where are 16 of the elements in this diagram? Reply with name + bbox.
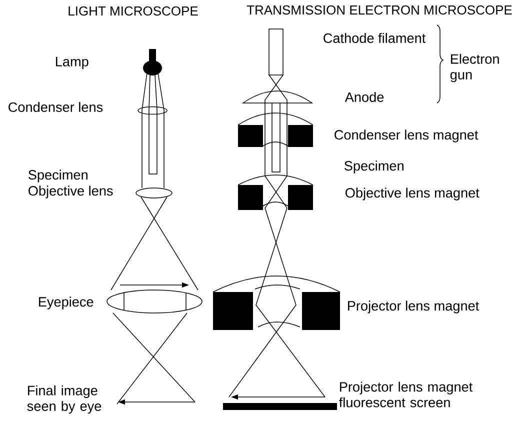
part-label: Eyepiece xyxy=(39,296,94,310)
part-label: Final image seen by eye xyxy=(27,385,102,414)
part-label: Projector lens magnet xyxy=(348,300,480,314)
part-label: Specimen xyxy=(28,170,88,182)
part-label: Objective lens xyxy=(28,186,113,198)
part-label: Projector lens magnet fluorescent screen xyxy=(339,382,473,408)
part-label: Condenser lens xyxy=(8,102,103,112)
part-label: Anode xyxy=(344,92,384,102)
part-label: Condenser lens magnet xyxy=(334,130,478,142)
part-label: Specimen xyxy=(344,160,404,174)
part-label: Cathode filament xyxy=(324,33,426,43)
part-label: Lamp xyxy=(56,56,88,70)
part-label: Electron gun xyxy=(450,54,499,82)
heading: LIGHT MICROSCOPE xyxy=(68,6,198,16)
heading: TRANSMISSION ELECTRON MICROSCOPE xyxy=(246,5,512,15)
part-label: Objective lens magnet xyxy=(346,188,480,200)
